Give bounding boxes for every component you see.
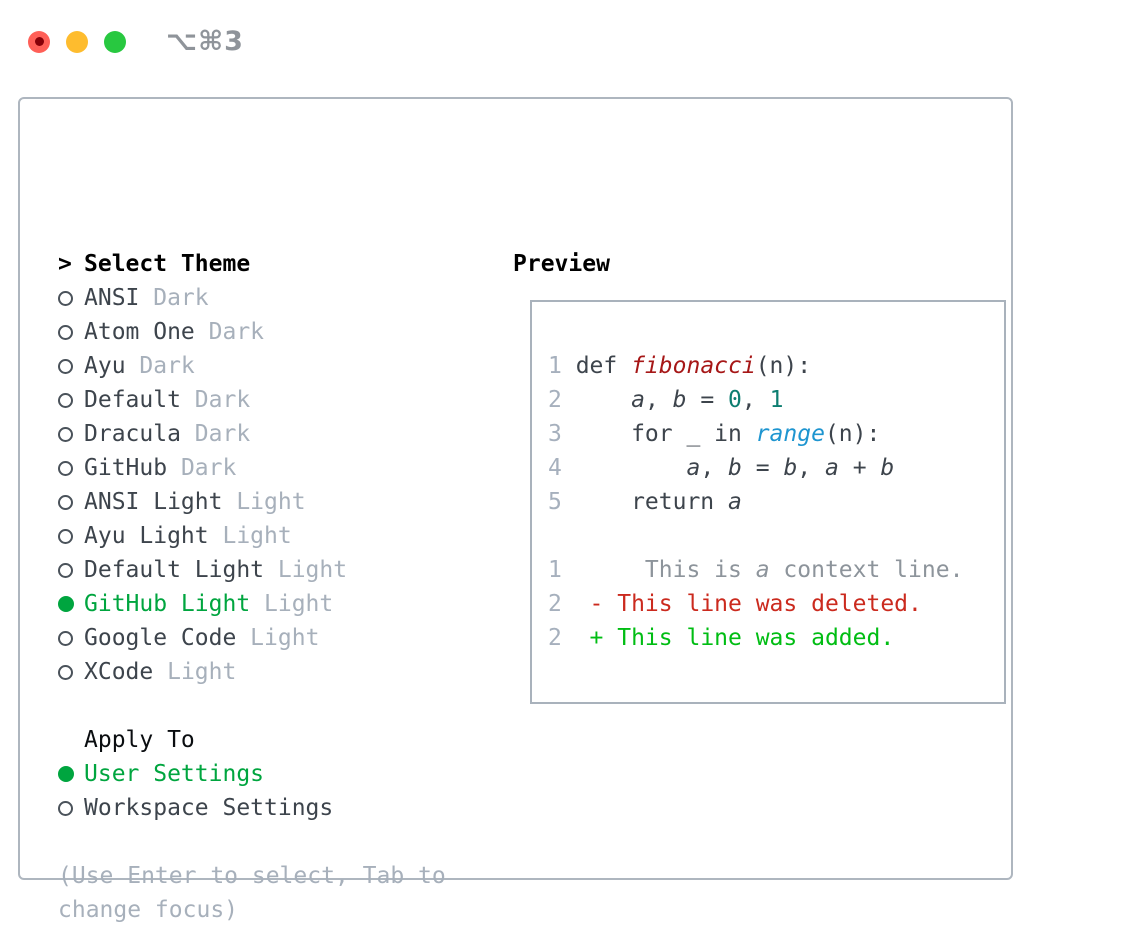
theme-option-label: Atom One <box>84 319 195 345</box>
titlebar: ⌥⌘3 <box>28 26 244 57</box>
code-line-9: 2 + This line was added. <box>548 621 1004 655</box>
theme-option-label: GitHub <box>84 455 168 481</box>
theme-option-default[interactable]: Default Dark <box>58 383 498 417</box>
theme-option-label: ANSI Light <box>84 489 223 515</box>
line-number: 3 <box>548 421 562 447</box>
theme-variant-label: Dark <box>180 387 251 413</box>
code-line-6 <box>548 519 1004 553</box>
hint-line: (Use Enter to select, Tab to <box>58 863 446 889</box>
radio-unselected-icon <box>58 290 73 306</box>
theme-option-label: Default Light <box>84 557 265 583</box>
theme-option-xcode[interactable]: XCode Light <box>58 655 498 689</box>
theme-option-ansi[interactable]: ANSI Dark <box>58 281 498 315</box>
theme-option-label: Google Code <box>84 625 237 651</box>
theme-option-ayu-light[interactable]: Ayu Light Light <box>58 519 498 553</box>
theme-option-github-light[interactable]: GitHub Light Light <box>58 587 498 621</box>
radio-unselected-icon <box>58 392 73 408</box>
radio-selected-icon <box>58 596 74 612</box>
apply-option-workspace-settings[interactable]: Workspace Settings <box>58 791 498 825</box>
radio-unselected-icon <box>58 426 73 442</box>
theme-option-label: Ayu <box>84 353 126 379</box>
theme-variant-label: Dark <box>139 285 209 311</box>
theme-option-label: Ayu Light <box>84 523 209 549</box>
radio-unselected-icon <box>58 528 73 544</box>
line-number: 2 <box>548 591 562 617</box>
theme-option-label: GitHub Light <box>84 591 251 617</box>
code-line-7: 1 This is a context line. <box>548 553 1004 587</box>
theme-variant-label: Dark <box>167 455 237 481</box>
code-line-2: 2 a, b = 0, 1 <box>548 383 1004 417</box>
code-line-4: 4 a, b = b, a + b <box>548 451 1004 485</box>
theme-option-label: ANSI <box>84 285 140 311</box>
line-number: 4 <box>548 455 562 481</box>
apply-option-label: User Settings <box>84 761 265 787</box>
theme-option-atom-one[interactable]: Atom One Dark <box>58 315 498 349</box>
theme-option-github[interactable]: GitHub Dark <box>58 451 498 485</box>
theme-option-dracula[interactable]: Dracula Dark <box>58 417 498 451</box>
line-number: 2 <box>548 387 562 413</box>
theme-option-ayu[interactable]: Ayu Dark <box>58 349 498 383</box>
code-line-5: 5 return a <box>548 485 1004 519</box>
select-theme-header: > Select Theme <box>58 247 498 281</box>
close-button[interactable] <box>28 30 50 53</box>
line-number <box>548 519 576 553</box>
selection-cursor-icon: > <box>58 251 72 277</box>
apply-to-title: Apply To <box>84 727 195 753</box>
theme-variant-label: Dark <box>194 319 265 345</box>
apply-option-label: Workspace Settings <box>84 795 334 821</box>
theme-variant-label: Light <box>264 557 348 583</box>
theme-option-label: XCode <box>84 659 154 685</box>
code-line-3: 3 for _ in range(n): <box>548 417 1004 451</box>
theme-option-label: Dracula <box>84 421 181 447</box>
theme-variant-label: Light <box>153 659 237 685</box>
radio-unselected-icon <box>58 630 73 646</box>
close-dot-icon <box>34 37 44 46</box>
theme-option-ansi-light[interactable]: ANSI Light Light <box>58 485 498 519</box>
theme-variant-label: Light <box>250 591 334 617</box>
preview-title: Preview <box>513 251 610 277</box>
line-number: 1 <box>548 353 562 379</box>
radio-unselected-icon <box>58 562 73 578</box>
theme-variant-label: Dark <box>125 353 195 379</box>
theme-variant-label: Light <box>222 489 306 515</box>
select-theme-title: Select Theme <box>84 251 251 277</box>
radio-unselected-icon <box>58 358 73 374</box>
theme-option-google-code[interactable]: Google Code Light <box>58 621 498 655</box>
theme-option-default-light[interactable]: Default Light Light <box>58 553 498 587</box>
theme-variant-label: Light <box>208 523 292 549</box>
code-line-8: 2 - This line was deleted. <box>548 587 1004 621</box>
apply-option-user-settings[interactable]: User Settings <box>58 757 498 791</box>
radio-unselected-icon <box>58 494 73 510</box>
radio-selected-icon <box>58 766 74 782</box>
radio-unselected-icon <box>58 460 73 476</box>
minimize-button[interactable] <box>66 30 88 53</box>
theme-option-label: Default <box>84 387 181 413</box>
hint-line: change focus) <box>58 897 239 923</box>
keyboard-hint: (Use Enter to select, Tab to change focus… <box>58 859 498 927</box>
apply-to-header: Apply To <box>58 723 498 757</box>
line-number: 1 <box>548 557 562 583</box>
radio-unselected-icon <box>58 800 73 816</box>
line-number: 2 <box>548 625 562 651</box>
radio-unselected-icon <box>58 324 73 340</box>
theme-variant-label: Light <box>236 625 320 651</box>
radio-unselected-icon <box>58 664 73 680</box>
line-number: 5 <box>548 489 562 515</box>
theme-variant-label: Dark <box>180 421 251 447</box>
zoom-button[interactable] <box>104 30 126 53</box>
window-title: ⌥⌘3 <box>166 26 244 57</box>
